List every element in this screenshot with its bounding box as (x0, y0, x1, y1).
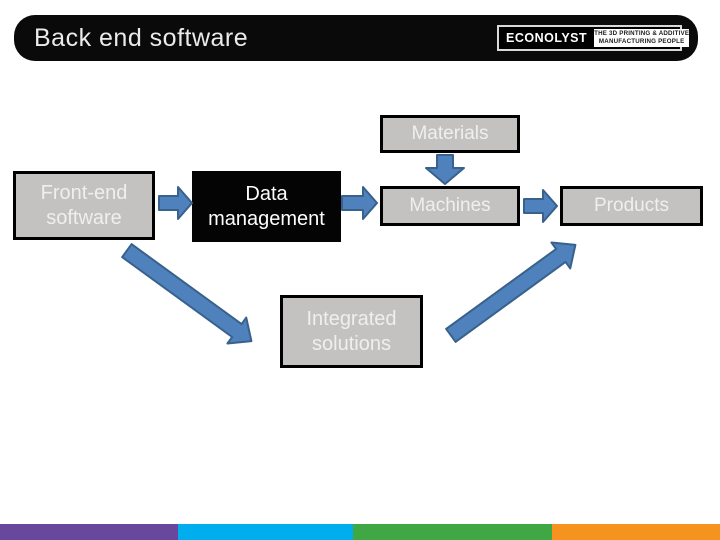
arrow-front-end-to-integrated-solutions-icon (121, 243, 253, 345)
logo-tagline-line2: MANUFACTURING PEOPLE (598, 38, 685, 45)
logo-brand-text: ECONOLYST (506, 31, 588, 45)
node-data-management-label: Data management (208, 182, 325, 230)
logo-tagline-line1: THE 3D PRINTING & ADDITIVE (594, 30, 690, 38)
node-machines: Machines (380, 186, 520, 226)
node-products: Products (560, 186, 703, 226)
arrow-front-end-to-data-management-icon (158, 186, 193, 220)
footer-stripe-purple (0, 524, 178, 540)
page-title: Back end software (34, 23, 249, 52)
footer-stripe-bar (0, 524, 720, 540)
node-front-end-software: Front-end software (13, 171, 155, 240)
node-integrated-solutions: Integrated solutions (280, 295, 423, 368)
node-front-end-software-label: Front-end software (40, 181, 128, 229)
node-integrated-solutions-label: Integrated solutions (306, 307, 397, 355)
node-materials-label: Materials (411, 123, 489, 145)
arrow-data-management-to-machines-icon (341, 186, 378, 220)
title-bar: Back end software ECONOLYST THE 3D PRINT… (14, 15, 698, 61)
logo-tagline: THE 3D PRINTING & ADDITIVE MANUFACTURING… (594, 29, 690, 47)
node-data-management: Data management (192, 171, 341, 242)
arrow-materials-to-machines-icon (425, 154, 465, 185)
arrow-machines-to-products-icon (523, 189, 558, 223)
econolyst-logo: ECONOLYST THE 3D PRINTING & ADDITIVE MAN… (497, 25, 690, 51)
node-machines-label: Machines (409, 195, 491, 217)
node-products-label: Products (594, 195, 669, 217)
node-materials: Materials (380, 115, 520, 153)
footer-stripe-orange (552, 524, 720, 540)
footer-stripe-blue (178, 524, 353, 540)
footer-stripe-green (353, 524, 552, 540)
arrow-integrated-solutions-to-products-icon (445, 241, 577, 343)
